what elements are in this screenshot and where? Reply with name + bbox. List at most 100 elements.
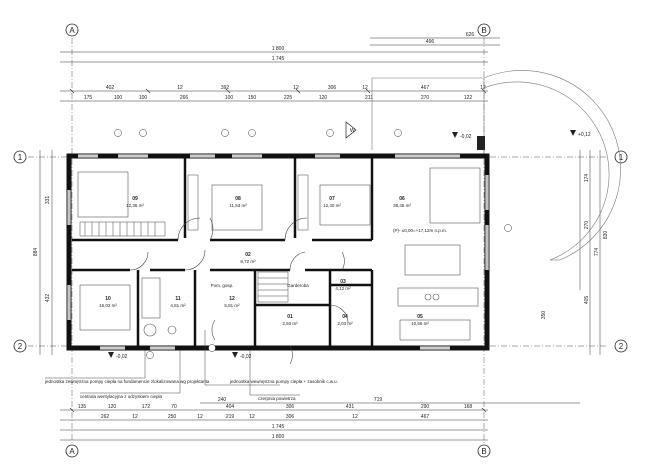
dim-right-350: 350 xyxy=(541,311,547,320)
dim-fine-3: 100 xyxy=(139,95,148,101)
dim-bottom-8: 290 xyxy=(421,404,430,410)
dim-bottom-719: 719 xyxy=(374,397,383,403)
dim-bottom2-2: 12 xyxy=(132,414,138,420)
note-heat-pump-outdoor: jednostka zewnętrzna pompy ciepła na fun… xyxy=(44,379,210,384)
chimney xyxy=(477,136,485,150)
dim-bottom-3: 172 xyxy=(142,404,151,410)
window-openings xyxy=(67,154,489,350)
room-labels: 09 12,36 m² 08 11,53 m² 07 12,40 m² 06 3… xyxy=(99,196,429,326)
dim-top-12d: 12 xyxy=(480,85,486,91)
dim-top-467: 467 xyxy=(421,85,430,91)
room-07-area: 12,40 m² xyxy=(323,203,341,208)
room-05-num: 05 xyxy=(417,314,423,320)
dim-left-331: 331 xyxy=(45,196,51,205)
dim-fine-7: 225 xyxy=(284,95,293,101)
axis-label-2-right: 2 xyxy=(619,342,624,351)
dim-fine-9: 211 xyxy=(365,95,373,101)
dim-bottom-7: 431 xyxy=(346,404,355,410)
axis-bubbles xyxy=(13,23,628,458)
dim-fine-1: 175 xyxy=(84,95,93,101)
dim-bottom2-9: 467 xyxy=(421,414,430,420)
room-12-num: 12 xyxy=(229,296,235,302)
terrace-outline xyxy=(371,70,621,261)
dim-bottom-6: 306 xyxy=(286,404,295,410)
room-04-num: 04 xyxy=(342,314,348,320)
dim-fine-2: 100 xyxy=(114,95,123,101)
section-marks xyxy=(114,129,512,359)
level-mark-2: -0,02 xyxy=(116,354,128,360)
furniture xyxy=(77,167,481,341)
window-glass xyxy=(68,155,488,349)
dim-top-392: 392 xyxy=(221,85,230,91)
entrance-flag-icon xyxy=(345,121,357,139)
wardrobe-hatch xyxy=(79,174,309,237)
room-09-area: 12,36 m² xyxy=(126,203,144,208)
room-02-area: 8,72 m² xyxy=(240,259,256,264)
dim-right-270: 270 xyxy=(584,221,590,230)
dim-fine-10: 270 xyxy=(421,95,430,101)
dim-bottom2-6: 12 xyxy=(249,414,255,420)
dim-fine-6: 150 xyxy=(248,95,257,101)
axis-label-b-bottom: B xyxy=(481,447,486,456)
dim-bottom2-4: 12 xyxy=(197,414,203,420)
room-01-area: 2,93 m² xyxy=(282,321,298,326)
level-mark-symbols xyxy=(108,130,576,358)
room-12-label: Pom. gosp. xyxy=(211,283,234,288)
note-heat-pump-indoor: jednostka wewnętrzna pompy ciepła + zaso… xyxy=(229,379,338,384)
dim-bottom-9: 168 xyxy=(464,404,473,410)
room-04-area: 2,03 m² xyxy=(337,321,353,326)
room-10-num: 10 xyxy=(105,296,111,302)
dim-top-12a: 12 xyxy=(177,85,183,91)
dim-bottom2-3: 250 xyxy=(168,414,177,420)
dim-bottom-total-1800: 1 800 xyxy=(272,434,285,440)
exterior-walls xyxy=(66,153,490,351)
dim-bottom-240: 240 xyxy=(218,397,227,403)
dim-total-top: 1 800 xyxy=(272,46,285,52)
floor-level-label: (P)- ±0,00=+17,12m n.p.m. xyxy=(393,228,447,233)
dim-right-830: 830 xyxy=(603,231,609,240)
dim-bottom2-8: 12 xyxy=(352,414,358,420)
dim-right-174: 174 xyxy=(584,174,590,183)
stairs xyxy=(257,271,289,303)
dim-top-right-496: 496 xyxy=(426,39,435,45)
dim-bottom-1: 135 xyxy=(78,404,87,410)
note-air-intake: czerpnia powietrza xyxy=(258,396,296,401)
dim-bottom-2: 120 xyxy=(108,404,117,410)
room-09-num: 09 xyxy=(132,196,138,202)
dimension-ticks xyxy=(69,88,487,413)
room-05-area: 10,56 m² xyxy=(411,321,429,326)
dimension-lines xyxy=(39,37,601,441)
dim-bottom2-7: 306 xyxy=(286,414,295,420)
dim-fine-4: 266 xyxy=(180,95,189,101)
room-06-area: 36,45 m² xyxy=(393,203,411,208)
room-06-num: 06 xyxy=(399,196,405,202)
room-03-area: 4,12 m² xyxy=(335,286,351,291)
dim-right-774: 774 xyxy=(594,248,600,257)
dim-bottom2-1: 262 xyxy=(101,414,110,420)
dim-bottom2-5: 219 xyxy=(226,414,235,420)
dim-left-432: 432 xyxy=(45,294,51,303)
room-07-num: 07 xyxy=(329,196,335,202)
dim-bottom-total-1745: 1 745 xyxy=(272,424,285,430)
room-03-num: 03 xyxy=(340,279,346,285)
axis-label-2-left: 2 xyxy=(18,342,23,351)
door-swings xyxy=(129,217,349,365)
interior-walls xyxy=(72,157,374,346)
room-08-area: 11,53 m² xyxy=(229,203,247,208)
dim-top-306: 306 xyxy=(328,85,337,91)
room-12-area: 5,81 m² xyxy=(224,303,240,308)
axis-label-b-top: B xyxy=(481,26,486,35)
room-08-num: 08 xyxy=(235,196,241,202)
level-mark-3: -0,02 xyxy=(240,354,252,360)
dim-fine-5: 100 xyxy=(225,95,234,101)
axis-label-1-right: 1 xyxy=(619,153,624,162)
dim-right-405: 405 xyxy=(584,296,590,305)
note-leaders xyxy=(45,330,300,396)
note-ventilation-unit: centrala wentylacyjna z odzyskiem ciepła xyxy=(80,394,163,399)
dim-top-12b: 12 xyxy=(293,85,299,91)
room-02-num: 02 xyxy=(245,252,251,258)
dim-top-12c: 12 xyxy=(362,85,368,91)
dim-bottom-5: 404 xyxy=(226,404,235,410)
entrance-w-label: W xyxy=(350,128,355,134)
